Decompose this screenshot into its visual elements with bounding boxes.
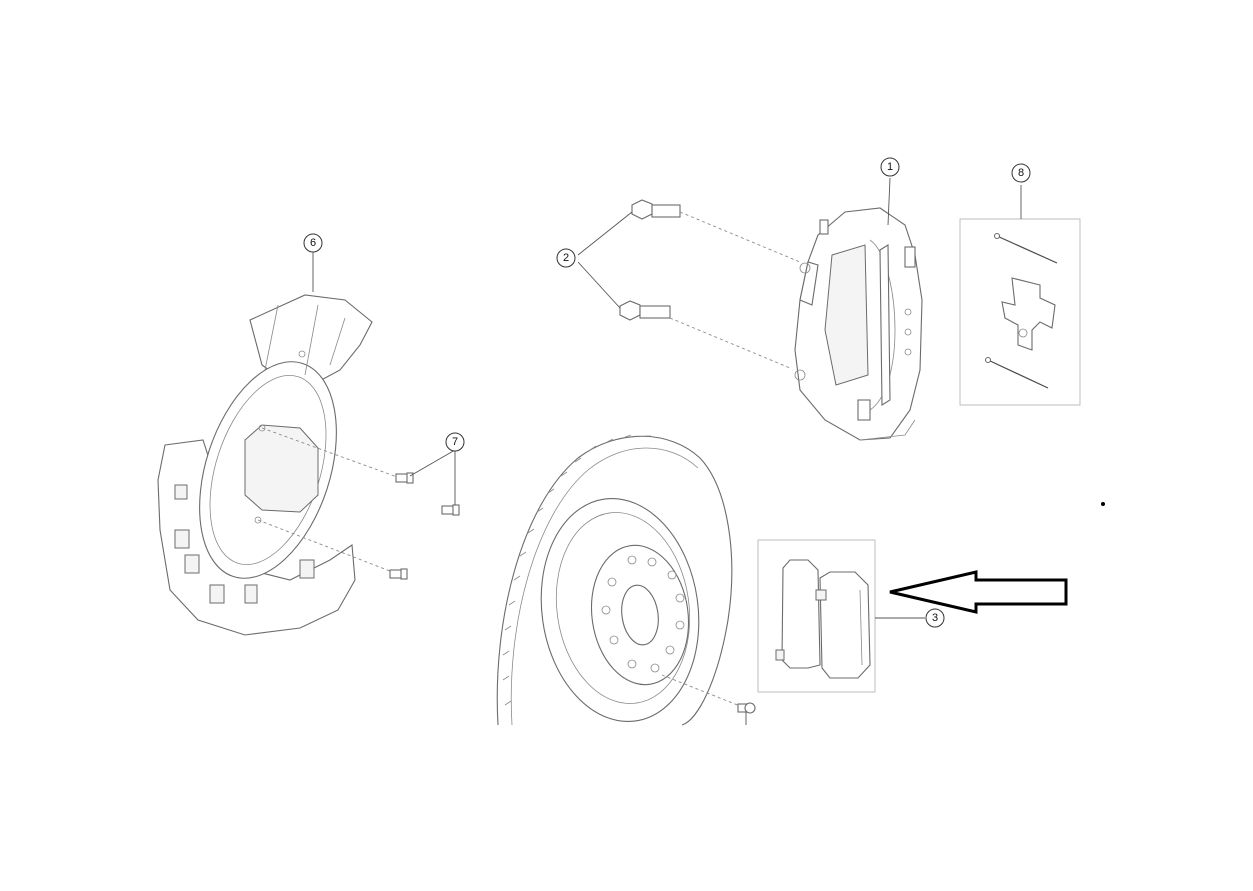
stray-dot <box>1101 502 1105 506</box>
callout-2: 2 <box>556 248 576 268</box>
caliper-bolts <box>577 199 801 369</box>
callout-3: 3 <box>925 608 945 628</box>
callout-6-label: 6 <box>310 237 316 249</box>
caliper <box>794 177 923 441</box>
callout-1: 1 <box>880 157 900 177</box>
highlight-arrow <box>889 570 1068 614</box>
callout-8-label: 8 <box>1018 167 1024 179</box>
pad-fitting-kit <box>959 185 1081 406</box>
callout-1-label: 1 <box>887 161 893 173</box>
callout-7: 7 <box>445 432 465 452</box>
brake-disc <box>496 434 756 726</box>
brake-pads <box>757 539 925 693</box>
dust-shield <box>157 294 373 636</box>
callout-3-label: 3 <box>932 612 938 624</box>
callout-7-label: 7 <box>452 436 458 448</box>
callout-2-label: 2 <box>563 252 569 264</box>
shield-screws <box>257 427 460 580</box>
callout-6: 6 <box>303 233 323 292</box>
callout-8: 8 <box>1011 163 1031 183</box>
